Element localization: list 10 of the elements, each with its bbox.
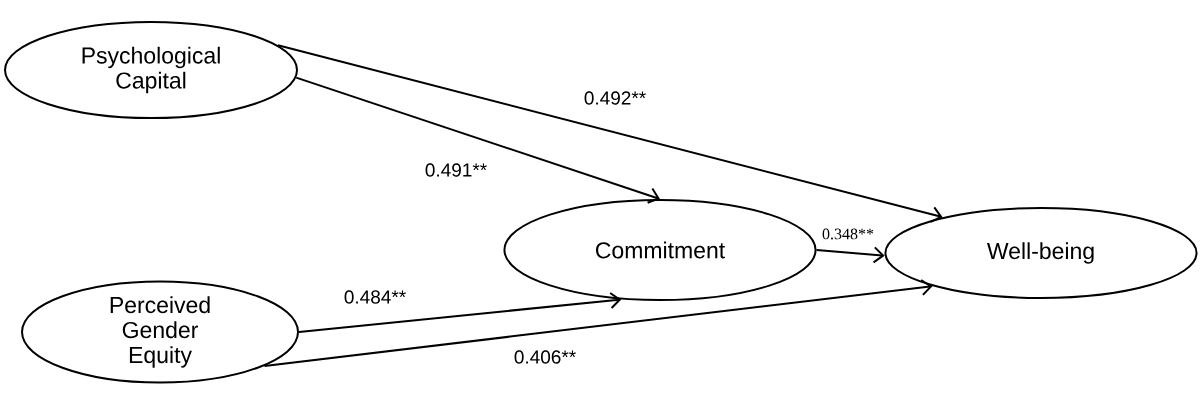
edge-label: 0.492** [582, 90, 648, 106]
edge-label: 0.491** [423, 162, 489, 178]
path-arrow [815, 246, 885, 264]
path-arrow [298, 292, 622, 333]
path-arrow [295, 76, 660, 204]
path-arrow [263, 278, 933, 367]
path-arrow [277, 44, 943, 223]
edge-label: 0.406** [512, 349, 578, 365]
edge-label: 0.348** [821, 227, 875, 241]
edge-label: 0.484** [342, 289, 408, 305]
